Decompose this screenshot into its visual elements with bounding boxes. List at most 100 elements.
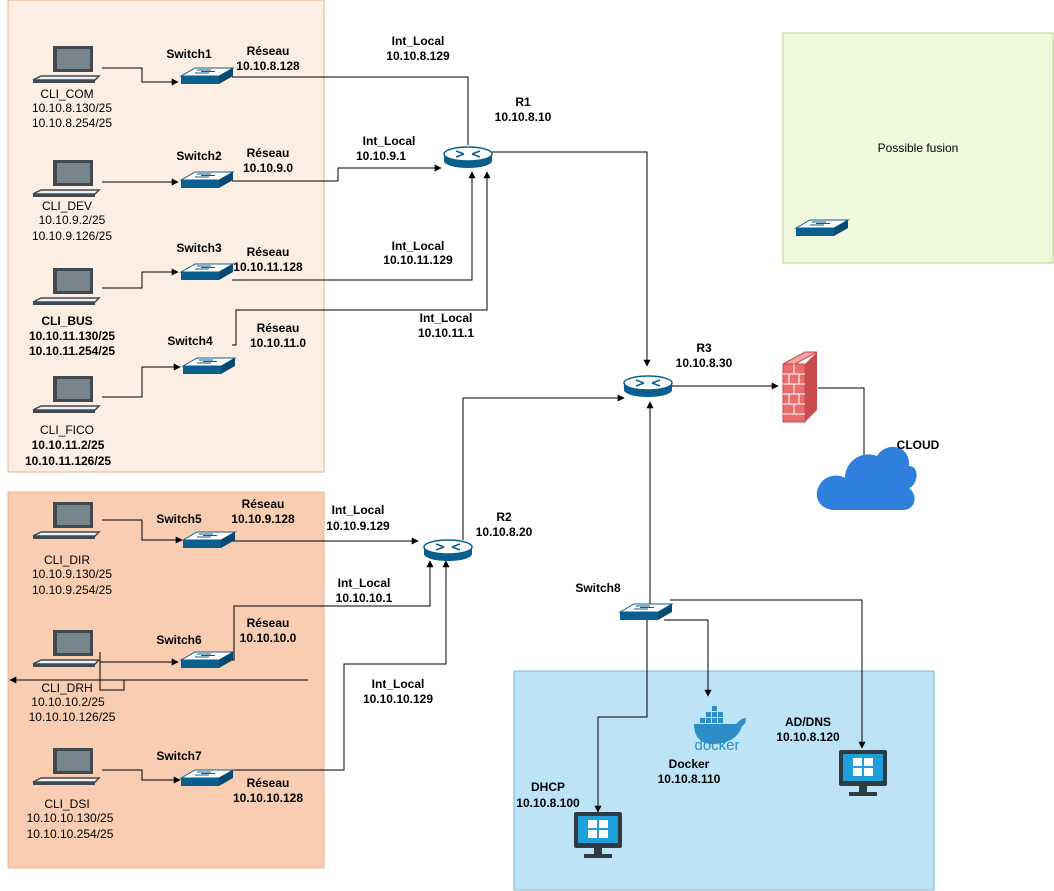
router-icon	[423, 539, 473, 562]
svg-text:10.10.10.126/25: 10.10.10.126/25	[29, 710, 116, 724]
client-label: CLI_DIR 10.10.9.130/25 10.10.9.254/25	[32, 553, 112, 597]
network-label: Réseau 10.10.11.0	[250, 321, 306, 350]
svg-text:Réseau: Réseau	[257, 321, 300, 335]
svg-text:10.10.8.100: 10.10.8.100	[516, 796, 580, 810]
network-label: Réseau 10.10.9.128	[231, 497, 295, 526]
svg-text:10.10.11.2/25: 10.10.11.2/25	[32, 438, 105, 452]
svg-text:10.10.9.126/25: 10.10.9.126/25	[32, 229, 112, 243]
svg-text:Réseau: Réseau	[247, 776, 290, 790]
switch-icon	[619, 603, 673, 621]
client-label: CLI_BUS 10.10.11.130/25 10.10.11.254/25	[29, 314, 115, 358]
interface-label: Int_Local 10.10.8.129	[386, 34, 450, 63]
svg-text:10.10.8.130/25: 10.10.8.130/25	[32, 101, 112, 115]
server-label-addns: AD/DNS 10.10.8.120	[776, 715, 840, 744]
svg-text:Réseau: Réseau	[247, 245, 290, 259]
svg-text:10.10.8.128: 10.10.8.128	[236, 59, 300, 73]
svg-text:10.10.9.1: 10.10.9.1	[356, 149, 406, 163]
interface-label: Int_Local 10.10.11.1	[418, 311, 474, 340]
svg-text:10.10.8.110: 10.10.8.110	[658, 772, 721, 786]
svg-text:Réseau: Réseau	[247, 616, 290, 630]
connectors	[10, 67, 868, 813]
svg-text:10.10.8.10: 10.10.8.10	[495, 110, 552, 124]
client-label: CLI_FICO 10.10.11.2/25 10.10.11.126/25	[25, 423, 111, 468]
router-icon	[623, 375, 673, 398]
cloud-icon	[816, 446, 917, 510]
switch-label: Switch2	[176, 149, 222, 163]
svg-text:10.10.9.0: 10.10.9.0	[243, 161, 293, 175]
switch-label: Switch3	[176, 241, 222, 255]
svg-text:CLI_FICO: CLI_FICO	[40, 423, 94, 437]
svg-text:10.10.10.130/25: 10.10.10.130/25	[27, 811, 114, 825]
interface-label: Int_Local 10.10.9.129	[326, 503, 390, 533]
svg-text:10.10.11.128: 10.10.11.128	[233, 260, 303, 274]
router-label: R2 10.10.8.20	[476, 510, 533, 539]
server-label-docker: Docker 10.10.8.110	[658, 757, 721, 786]
router-label: R1 10.10.8.10	[495, 95, 552, 124]
svg-text:DHCP: DHCP	[531, 780, 565, 794]
svg-text:Int_Local: Int_Local	[363, 134, 416, 148]
svg-text:10.10.11.126/25: 10.10.11.126/25	[25, 454, 111, 468]
svg-text:10.10.11.1: 10.10.11.1	[418, 326, 474, 340]
svg-text:10.10.10.1: 10.10.10.1	[336, 591, 393, 605]
svg-text:10.10.10.129: 10.10.10.129	[363, 692, 433, 706]
switch-label: Switch5	[156, 512, 202, 526]
svg-text:R3: R3	[696, 341, 712, 355]
svg-text:Int_Local: Int_Local	[332, 503, 385, 517]
switch-label: Switch1	[166, 47, 212, 61]
svg-text:Int_Local: Int_Local	[420, 311, 473, 325]
switch-label: Switch4	[167, 334, 213, 348]
interface-label: Int_Local 10.10.10.1	[336, 576, 393, 605]
interface-label: Int_Local 10.10.11.129	[383, 239, 453, 267]
svg-text:10.10.8.129: 10.10.8.129	[386, 49, 450, 63]
svg-text:Int_Local: Int_Local	[338, 576, 391, 590]
client-label: CLI_DEV 10.10.9.2/25 10.10.9.126/25	[32, 199, 112, 243]
client-label: CLI_DRH 10.10.10.2/25 10.10.10.126/25	[29, 681, 116, 724]
svg-text:Réseau: Réseau	[247, 44, 290, 58]
svg-text:10.10.11.0: 10.10.11.0	[250, 336, 306, 350]
svg-text:R2: R2	[496, 510, 512, 524]
cloud-label: CLOUD	[897, 438, 940, 452]
network-label: Réseau 10.10.10.0	[240, 616, 297, 645]
svg-text:10.10.10.0: 10.10.10.0	[240, 631, 297, 645]
svg-text:10.10.11.130/25: 10.10.11.130/25	[29, 329, 115, 343]
svg-text:Int_Local: Int_Local	[392, 34, 445, 48]
router-label: R3 10.10.8.30	[676, 341, 733, 370]
firewall-icon	[782, 351, 818, 423]
router-icon	[443, 146, 493, 169]
svg-text:10.10.8.254/25: 10.10.8.254/25	[32, 116, 112, 130]
svg-text:10.10.10.128: 10.10.10.128	[233, 791, 303, 805]
network-label: Réseau 10.10.8.128	[236, 44, 300, 73]
network-label: Réseau 10.10.9.0	[243, 146, 293, 175]
svg-text:Réseau: Réseau	[242, 497, 285, 511]
fusion-label: Possible fusion	[878, 141, 959, 155]
svg-text:Int_Local: Int_Local	[392, 239, 445, 253]
svg-text:10.10.10.254/25: 10.10.10.254/25	[27, 827, 114, 841]
server-label-dhcp: DHCP 10.10.8.100	[516, 780, 580, 810]
svg-text:10.10.11.129: 10.10.11.129	[383, 253, 453, 267]
svg-text:CLI_DIR: CLI_DIR	[44, 553, 90, 567]
svg-text:10.10.9.254/25: 10.10.9.254/25	[32, 583, 112, 597]
svg-text:CLI_COM: CLI_COM	[40, 87, 93, 101]
svg-text:10.10.8.30: 10.10.8.30	[676, 356, 733, 370]
svg-text:AD/DNS: AD/DNS	[785, 715, 831, 729]
svg-text:Docker: Docker	[669, 757, 710, 771]
svg-text:10.10.9.2/25: 10.10.9.2/25	[39, 213, 106, 227]
svg-text:10.10.9.128: 10.10.9.128	[231, 512, 295, 526]
docker-icon: docker	[694, 706, 746, 754]
switch-label: Switch7	[156, 749, 202, 763]
switch-label: Switch6	[156, 633, 202, 647]
svg-text:R1: R1	[515, 95, 531, 109]
svg-text:10.10.10.2/25: 10.10.10.2/25	[31, 695, 105, 709]
svg-text:CLI_DEV: CLI_DEV	[42, 199, 92, 213]
svg-text:Int_Local: Int_Local	[372, 677, 425, 691]
interface-label: Int_Local 10.10.9.1	[356, 134, 415, 163]
svg-text:CLI_DRH: CLI_DRH	[41, 681, 92, 695]
network-label: Réseau 10.10.11.128	[233, 245, 303, 274]
svg-text:CLI_BUS: CLI_BUS	[41, 314, 92, 328]
docker-logo-text: docker	[694, 737, 739, 754]
svg-text:CLI_DSI: CLI_DSI	[44, 797, 89, 811]
network-label: Réseau 10.10.10.128	[233, 776, 303, 805]
client-label: CLI_DSI 10.10.10.130/25 10.10.10.254/25	[27, 797, 114, 841]
svg-text:10.10.11.254/25: 10.10.11.254/25	[29, 344, 115, 358]
switch-label: Switch8	[575, 581, 621, 595]
